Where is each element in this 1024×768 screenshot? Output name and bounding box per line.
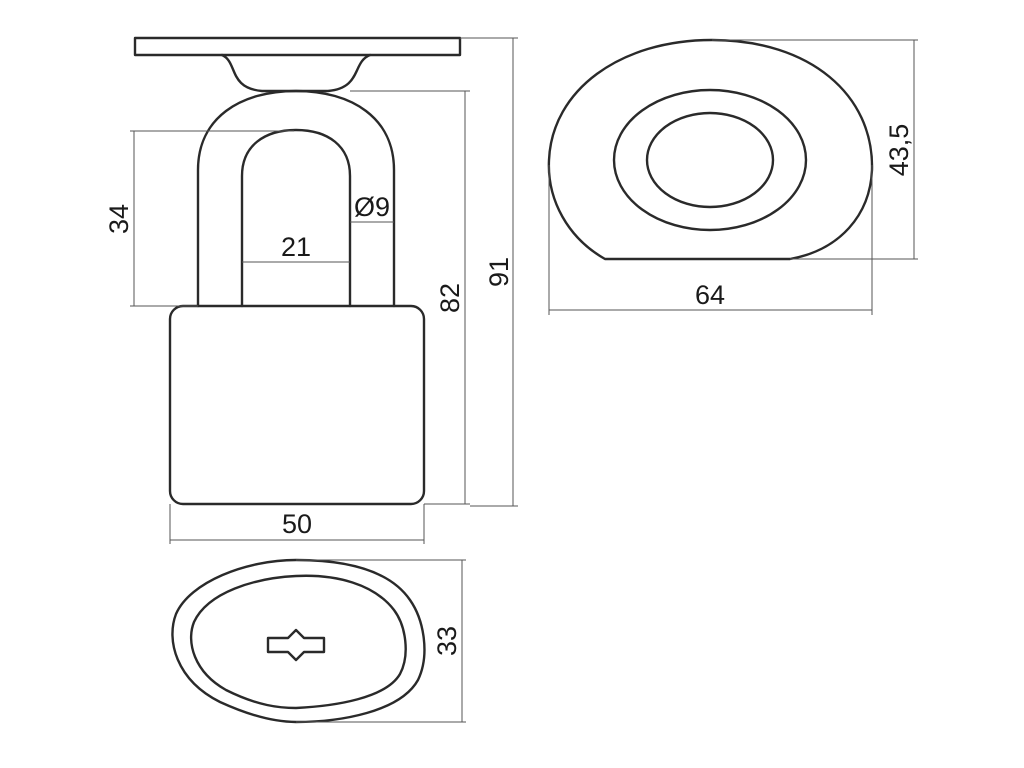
shackle <box>196 89 396 308</box>
dimension-label-33: 33 <box>432 626 462 656</box>
keyhole-icon <box>266 628 326 662</box>
dimension-label-43-5: 43,5 <box>884 124 914 177</box>
dimension-50: 50 <box>169 504 425 544</box>
base-plate-outline <box>547 38 874 261</box>
dimension-33: 33 <box>296 559 466 723</box>
dimension-43-5: 43,5 <box>712 39 918 260</box>
dimension-21: 21 <box>242 232 350 263</box>
dimension-34: 34 <box>104 130 294 307</box>
dimension-label-diameter-9: Ø9 <box>354 192 390 222</box>
dimension-82: 82 <box>350 90 470 505</box>
dimension-label-34: 34 <box>104 204 134 234</box>
dimension-label-91: 91 <box>484 257 514 287</box>
plate-saddle <box>220 53 372 93</box>
dimension-64: 64 <box>548 165 873 315</box>
base-plate-inner-ring <box>645 111 775 209</box>
base-plate-middle-ring <box>612 88 808 232</box>
dimension-label-50: 50 <box>282 509 312 539</box>
dimension-diameter-9: Ø9 <box>350 192 394 223</box>
top-view: 64 43,5 <box>547 38 918 315</box>
dimension-label-82: 82 <box>435 283 465 313</box>
dimension-91: 91 <box>460 37 518 507</box>
body-bottom-inner-outline <box>189 574 407 710</box>
lock-body <box>168 304 426 506</box>
dimension-label-64: 64 <box>695 280 725 310</box>
bottom-view: 33 <box>171 558 466 724</box>
front-view: 34 21 Ø9 50 82 <box>104 36 518 544</box>
mounting-plate <box>133 36 462 57</box>
dimension-label-21: 21 <box>281 232 311 262</box>
body-bottom-outline <box>171 558 426 724</box>
